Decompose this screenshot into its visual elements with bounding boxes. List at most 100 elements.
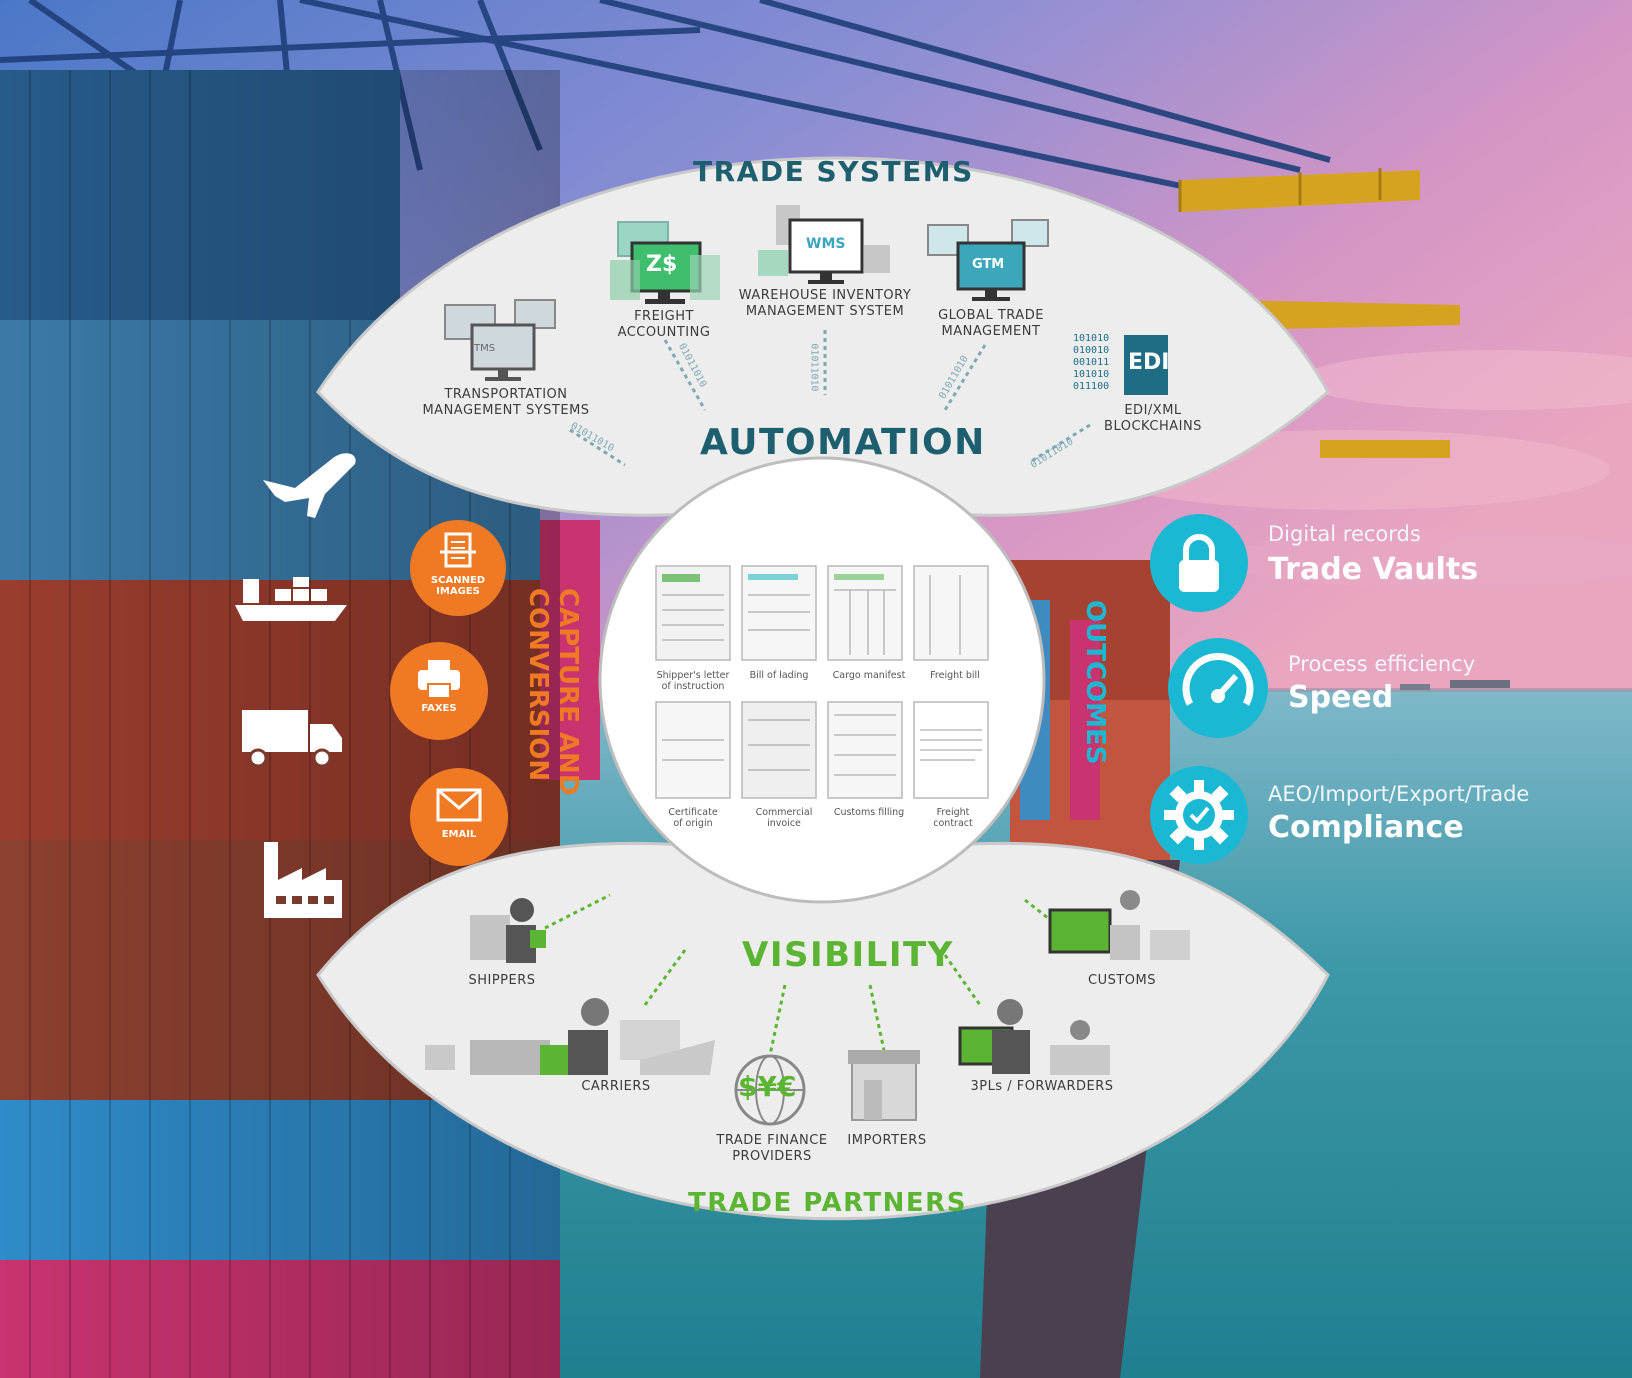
compliance-caption: AEO/Import/Export/Trade — [1268, 782, 1530, 806]
edi-bits-row: 010010 — [1073, 345, 1110, 356]
compliance-badge — [1150, 766, 1248, 864]
visibility-heading: VISIBILITY — [742, 935, 954, 975]
doc-label-line: Shipper's letter — [656, 670, 730, 681]
customs-icon — [1048, 890, 1190, 960]
system-label-gtm: GLOBAL TRADE MANAGEMENT — [926, 308, 1056, 340]
system-label-line: ACCOUNTING — [617, 325, 711, 340]
edi-bits-row: 011100 — [1073, 381, 1110, 392]
printer-icon — [418, 660, 460, 699]
speed-title: Speed — [1288, 680, 1394, 715]
automation-heading: AUTOMATION — [700, 422, 986, 463]
partner-label-trade-finance: TRADE FINANCE PROVIDERS — [704, 1133, 840, 1165]
3pl-forwarders-icon — [958, 999, 1110, 1075]
doc-label-cargo-manifest: Cargo manifest — [827, 670, 911, 681]
speedometer-icon — [1182, 653, 1254, 706]
trade-systems-heading: TRADE SYSTEMS — [693, 155, 974, 188]
doc-label-line: invoice — [767, 818, 801, 829]
partner-label-customs: CUSTOMS — [1088, 973, 1156, 988]
envelope-icon — [436, 788, 482, 822]
factory-icon — [264, 842, 342, 918]
lock-icon — [1179, 534, 1219, 592]
trade-systems-panel — [316, 156, 1330, 517]
system-label-edi: EDI/XML BLOCKCHAINS — [1088, 403, 1218, 435]
truck-icon — [242, 710, 342, 768]
shippers-icon — [470, 898, 546, 963]
capture-title-line: CAPTURE AND — [553, 588, 583, 796]
wms-badge: WMS — [806, 236, 846, 252]
edi-badge: EDI — [1128, 350, 1170, 375]
binary-stream: 01011010 — [808, 343, 820, 392]
system-label-line: MANAGEMENT SYSTEMS — [422, 403, 590, 418]
trade-vaults-badge — [1150, 514, 1248, 612]
doc-label-line: Customs filling — [833, 807, 905, 818]
system-label-line: TRANSPORTATION — [444, 387, 568, 402]
gear-check-icon — [1164, 780, 1234, 850]
importers-store-icon — [848, 1050, 920, 1121]
doc-label-line: Commercial — [755, 807, 813, 818]
partner-label-shippers: SHIPPERS — [468, 973, 536, 988]
doc-label-line: of origin — [673, 818, 713, 829]
system-label-line: GLOBAL TRADE — [938, 308, 1044, 323]
doc-label-line: Bill of lading — [749, 670, 809, 681]
partner-label-line: TRADE FINANCE — [716, 1133, 828, 1148]
trade-vaults-caption: Digital records — [1268, 522, 1421, 546]
doc-label-line: contract — [933, 818, 973, 829]
scanner-icon — [440, 532, 476, 568]
scanned-images-input: SCANNED IMAGES — [410, 520, 506, 616]
system-label-line: MANAGEMENT SYSTEM — [745, 304, 905, 319]
email-label: EMAIL — [441, 829, 477, 840]
compliance-title: Compliance — [1268, 810, 1464, 845]
edi-bits-row: 001011 — [1073, 357, 1110, 368]
edi-bits-row: 101010 — [1073, 333, 1110, 344]
speed-caption: Process efficiency — [1288, 652, 1476, 676]
trade-finance-globe-icon — [734, 1054, 806, 1126]
scanned-images-label: SCANNED — [430, 575, 486, 586]
ship-icon — [235, 577, 347, 621]
tms-monitor-icon — [444, 299, 556, 381]
edi-binary-block: 101010 010010 001011 101010 011100 — [1073, 333, 1109, 393]
edi-bits-row: 101010 — [1073, 369, 1110, 380]
system-label-line: FREIGHT — [634, 309, 694, 324]
trade-vaults-title: Trade Vaults — [1268, 552, 1479, 587]
wms-monitor-icon — [758, 205, 890, 284]
doc-label-line: Cargo manifest — [832, 670, 906, 681]
doc-label-customs-filling: Customs filling — [827, 807, 911, 818]
doc-label-bill-of-lading: Bill of lading — [737, 670, 821, 681]
doc-label-freight-bill: Freight bill — [913, 670, 997, 681]
partner-label-importers: IMPORTERS — [847, 1133, 927, 1148]
partner-label-line: PROVIDERS — [732, 1149, 812, 1164]
outcomes-title: OUTCOMES — [1080, 600, 1110, 765]
doc-label-line: Certificate — [668, 807, 718, 818]
system-label-line: MANAGEMENT — [941, 324, 1041, 339]
document-lines — [662, 574, 982, 776]
partner-label-carriers: CARRIERS — [581, 1079, 651, 1094]
system-label-tms: TRANSPORTATION MANAGEMENT SYSTEMS — [418, 387, 594, 419]
carriers-icon — [425, 998, 715, 1075]
edi-icon — [1124, 335, 1168, 395]
speed-badge — [1168, 638, 1268, 738]
partner-label-3pl-forwarders: 3PLs / FORWARDERS — [970, 1079, 1114, 1094]
system-label-wms: WAREHOUSE INVENTORY MANAGEMENT SYSTEM — [730, 288, 920, 320]
system-label-line: EDI/XML — [1124, 403, 1182, 418]
airplane-icon — [263, 453, 356, 518]
tms-badge: TMS — [474, 343, 496, 354]
doc-label-line: Freight — [936, 807, 970, 818]
doc-label-line: of instruction — [661, 681, 725, 692]
currency-symbols: $¥€ — [738, 1070, 797, 1103]
capture-conversion-title: CAPTURE AND CONVERSION — [523, 588, 583, 795]
system-label-line: BLOCKCHAINS — [1104, 419, 1202, 434]
freight-accounting-monitor-icon — [610, 221, 720, 304]
gtm-badge: GTM — [972, 257, 1005, 272]
dollar-icon: Z$ — [646, 252, 678, 277]
scanned-images-label: IMAGES — [436, 586, 480, 597]
capture-title-line: CONVERSION — [523, 588, 553, 782]
doc-label-line: Freight bill — [930, 670, 980, 681]
gtm-monitor-icon — [927, 219, 1049, 301]
trade-partners-heading: TRADE PARTNERS — [688, 1188, 967, 1218]
